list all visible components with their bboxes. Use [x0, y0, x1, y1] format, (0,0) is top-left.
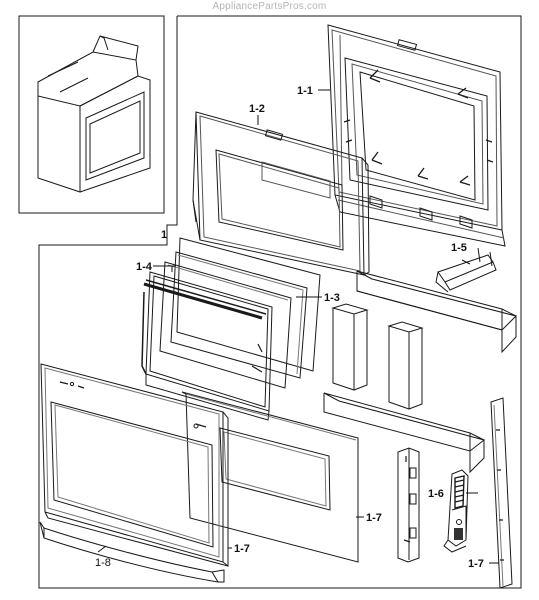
range-thumbnail-frame: [19, 16, 164, 213]
inner-door-part: [193, 112, 369, 275]
assembly-frame: [39, 16, 521, 588]
callout-bracket: 1-5: [451, 242, 467, 254]
callout-trim-center: 1-7: [366, 512, 382, 524]
range-thumbnail-icon: [38, 36, 150, 192]
callout-outer-panel: 1-1: [297, 85, 313, 97]
outer-glass-panel-part: [182, 392, 358, 562]
callout-glass-right: 1-3: [324, 292, 340, 304]
glass-pane-right-part: [177, 238, 320, 371]
callout-labels: 1 1-1 1-2 1-4 1-3 1-5 1-6 1-7 1-7 1-7 1-…: [95, 85, 484, 570]
watermark: AppliancePartsPros.com: [212, 1, 327, 12]
front-door-frame-part: [41, 364, 228, 566]
hinge-bracket-part: [398, 448, 419, 562]
callout-assembly: 1: [161, 229, 167, 241]
side-trim-part: [491, 398, 512, 588]
spacer-block-right-part: [389, 322, 422, 409]
callout-trim-side: 1-7: [468, 558, 484, 570]
outer-door-panel-part: [328, 25, 505, 246]
leader-lines: [98, 90, 499, 563]
callout-inner-door: 1-2: [249, 103, 265, 115]
glass-frame-part: [142, 272, 272, 420]
callout-trim-lower: 1-7: [234, 543, 250, 555]
callout-glass-left: 1-4: [136, 261, 153, 273]
callout-hinge: 1-6: [428, 488, 444, 500]
glass-pane-left-part: [160, 262, 291, 388]
glass-pane-middle-part: [171, 252, 307, 378]
insulation-block-long-upper-part: [357, 271, 516, 352]
spacer-block-left-part: [333, 304, 367, 390]
door-hinge-part: [444, 470, 468, 552]
callout-handle: 1-8: [95, 557, 111, 569]
bracket-part: [436, 248, 496, 292]
insulation-block-long-lower-part: [324, 393, 484, 472]
door-handle-part: [40, 522, 224, 582]
